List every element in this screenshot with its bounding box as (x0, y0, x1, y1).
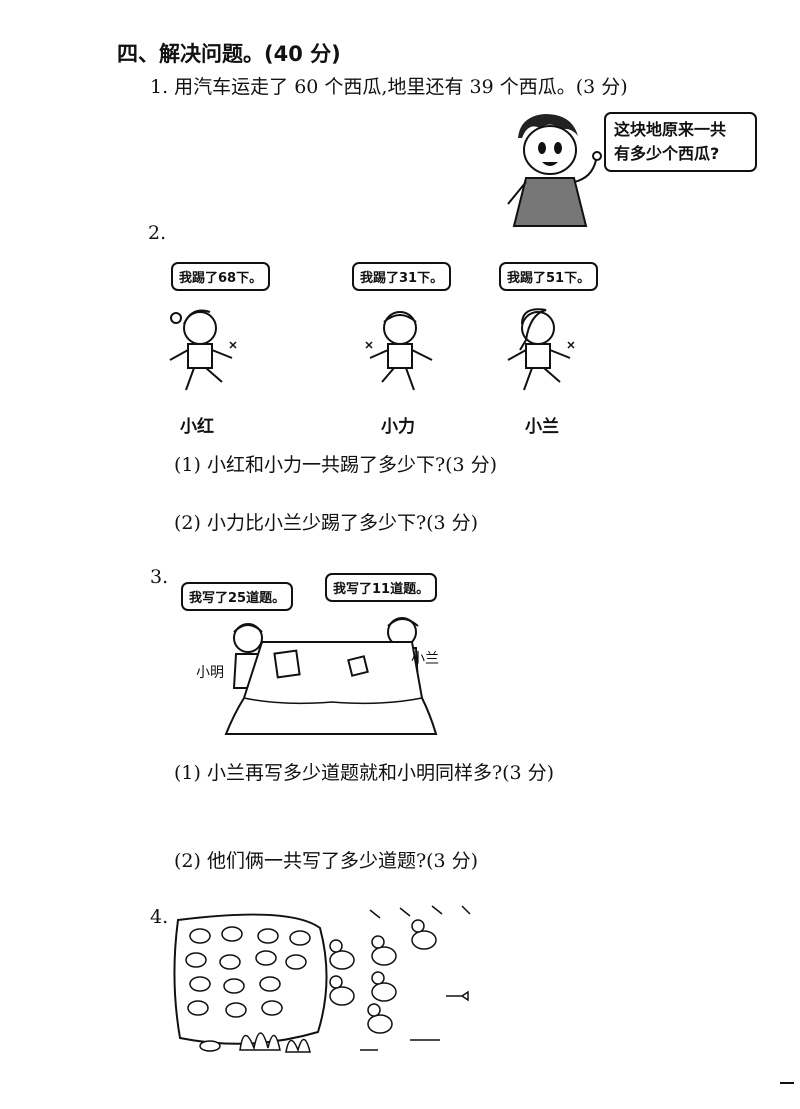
kid-3-speech-bubble: 我踢了51下。 (499, 262, 599, 291)
question-2-number: 2. (148, 222, 167, 244)
question-1-speech-bubble: 这块地原来一共 有多少个西瓜? (604, 112, 757, 172)
xiaoming-name: 小明 (196, 665, 224, 681)
xiaolan-speech-bubble: 我写了11道题。 (325, 573, 438, 602)
question-3-number: 3. (150, 566, 169, 588)
section-title: 四、解决问题。(40 分) (117, 42, 341, 66)
xiaoming-speech-bubble: 我写了25道题。 (181, 582, 294, 611)
kid-2-speech-bubble: 我踢了31下。 (352, 262, 452, 291)
desk-scene-illustration (224, 617, 438, 735)
bubble-line-1: 这块地原来一共 (614, 120, 727, 139)
kid-3-illustration (507, 308, 575, 391)
kid-1-illustration (169, 309, 237, 391)
question-3-sub-1: (1) 小兰再写多少道题就和小明同样多?(3 分) (174, 762, 555, 784)
pond-ducks-illustration (173, 905, 471, 1053)
kid-3-name: 小兰 (525, 417, 559, 437)
question-1-text: 1. 用汽车运走了 60 个西瓜,地里还有 39 个西瓜。(3 分) (150, 76, 628, 98)
page-mark (780, 1082, 794, 1084)
xiaolan-name: 小兰 (411, 651, 439, 667)
kid-2-name: 小力 (381, 417, 415, 437)
kid-1-speech-bubble: 我踢了68下。 (171, 262, 271, 291)
question-3-sub-2: (2) 他们俩一共写了多少道题?(3 分) (174, 850, 479, 872)
question-2-sub-1: (1) 小红和小力一共踢了多少下?(3 分) (174, 454, 498, 476)
bubble-line-2: 有多少个西瓜? (614, 144, 720, 163)
question-2-sub-2: (2) 小力比小兰少踢了多少下?(3 分) (174, 512, 479, 534)
boy-illustration (507, 114, 602, 227)
kid-1-name: 小红 (180, 417, 214, 437)
kid-2-illustration (365, 311, 433, 391)
question-4-number: 4. (150, 906, 169, 928)
